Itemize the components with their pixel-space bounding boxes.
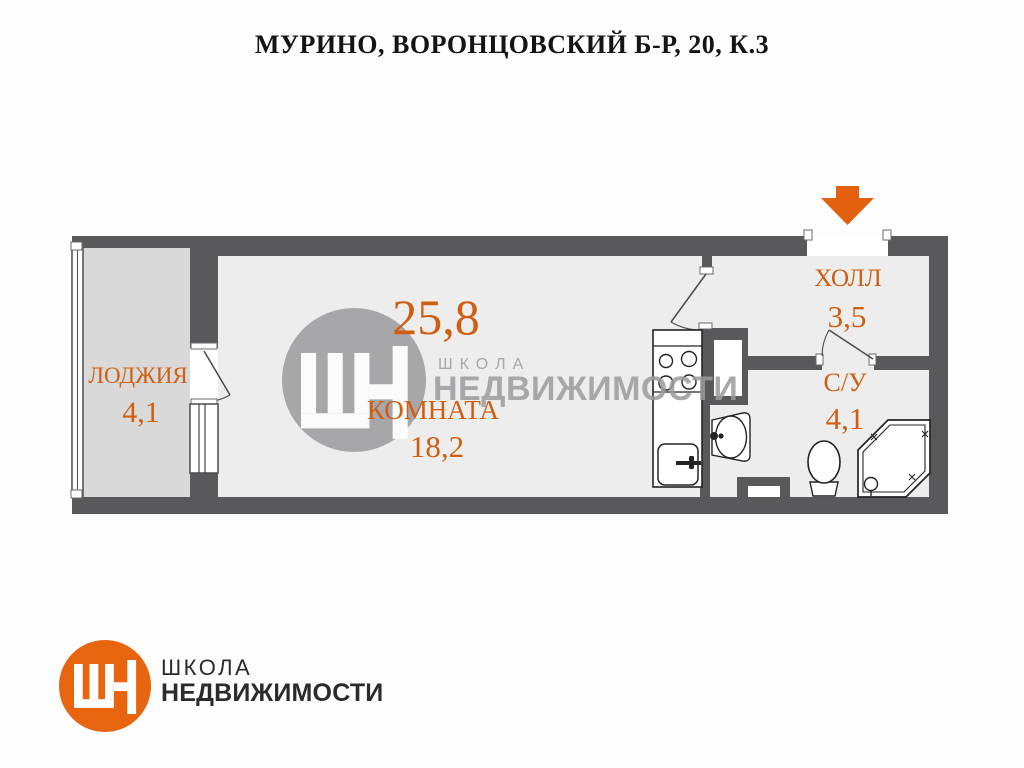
loggia-floor	[83, 248, 190, 497]
bathroom-door	[815, 329, 877, 366]
loggia-area: 4,1	[122, 396, 160, 429]
bathroom-label: С/У	[823, 368, 867, 397]
loggia-window-left	[70, 241, 84, 499]
watermark-school-text: ШКОЛА	[438, 356, 531, 373]
hall-label: ХОЛЛ	[814, 265, 882, 292]
shaft-inner	[714, 340, 742, 396]
loggia-window-divider	[189, 403, 219, 474]
bathroom-area: 4,1	[825, 401, 865, 436]
room-area: 18,2	[409, 429, 465, 464]
entrance-jambs	[803, 229, 892, 241]
toilet	[807, 440, 841, 497]
page-title: МУРИНО, ВОРОНЦОВСКИЙ Б-Р, 20, К.3	[254, 30, 770, 59]
logo-school-text: ШКОЛА	[161, 655, 253, 680]
shower-cabin	[857, 419, 931, 498]
watermark-realty-text: НЕДВИЖИМОСТИ	[433, 370, 739, 408]
shower-marks	[870, 430, 929, 481]
washbasin	[710, 412, 751, 462]
kitchen-sink	[657, 443, 701, 486]
entrance-arrow-icon	[821, 186, 874, 225]
loggia-label: ЛОДЖИЯ	[88, 363, 188, 388]
shower-drain-icon	[863, 476, 879, 492]
hall-area: 3,5	[827, 299, 867, 334]
total-area: 25,8	[392, 289, 480, 345]
logo-circle	[59, 640, 151, 732]
duct-inner	[748, 486, 780, 497]
entrance-opening	[807, 236, 888, 256]
room-label: КОМНАТА	[366, 395, 500, 425]
balcony-door-opening	[190, 348, 218, 402]
stove	[658, 350, 698, 391]
faucet-icon	[676, 461, 701, 465]
logo-realty-text: НЕДВИЖИМОСТИ	[161, 679, 384, 707]
